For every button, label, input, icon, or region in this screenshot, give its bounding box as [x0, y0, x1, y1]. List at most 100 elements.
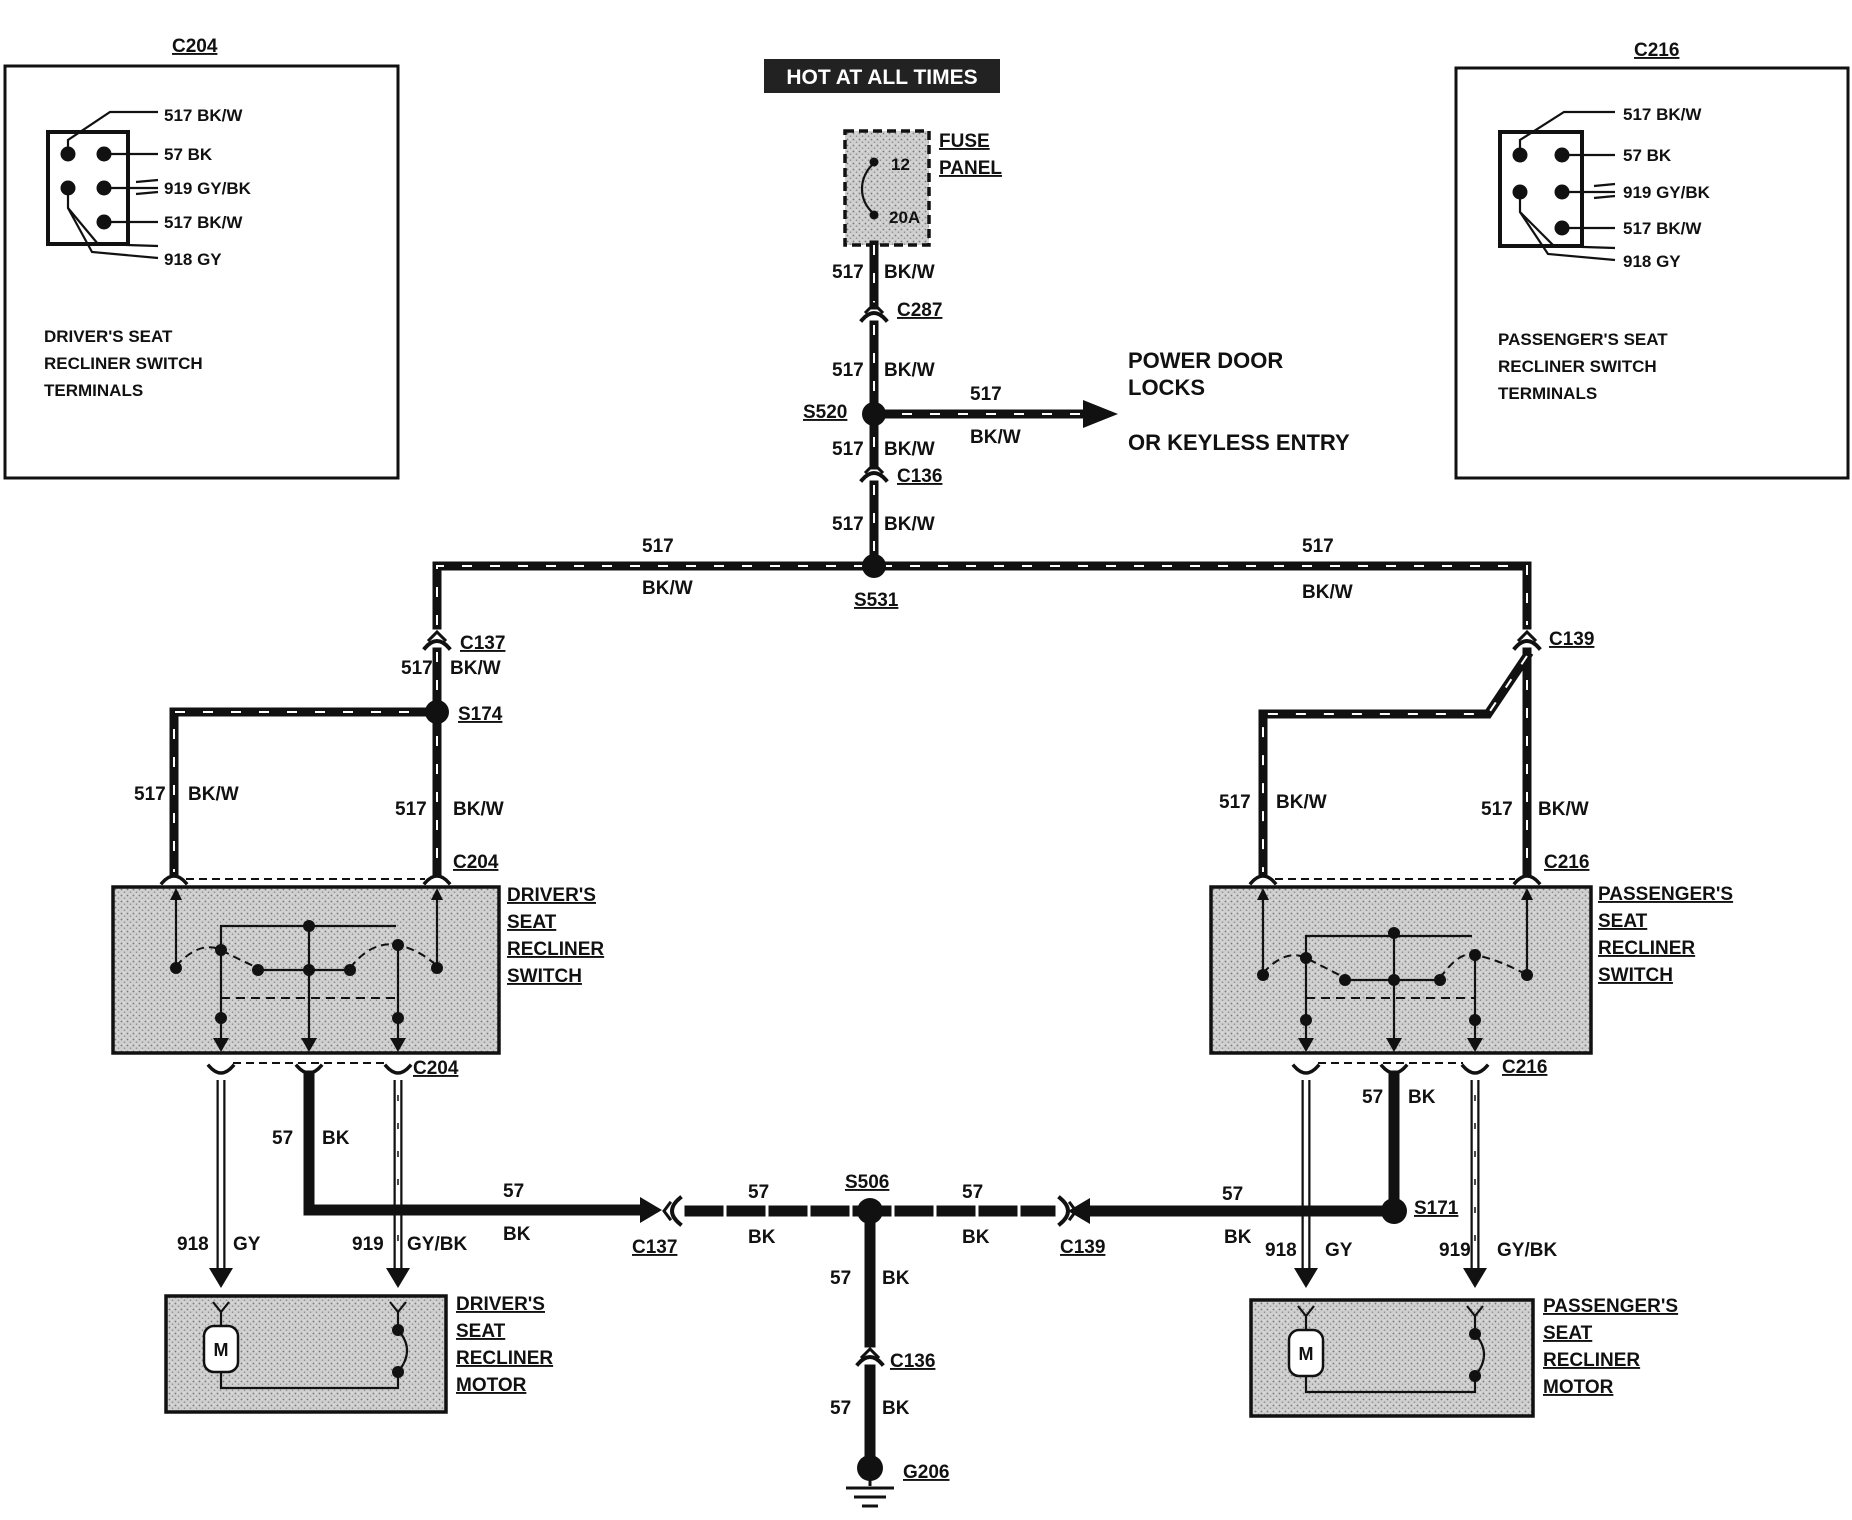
passenger-switch-label: SEAT [1598, 911, 1648, 932]
ground-g206: G206 [903, 1462, 949, 1483]
driver-seat-recliner-switch [111, 874, 501, 1055]
driver-terminals-title: C204 [172, 36, 218, 57]
passenger-feed-wires [1258, 629, 1542, 877]
motor-icon: M [1299, 1344, 1314, 1364]
connector-c204: C204 [413, 1058, 459, 1079]
connector-c137: C137 [632, 1237, 677, 1258]
wire-label: BK/W [453, 799, 504, 820]
svg-text:PANEL: PANEL [939, 158, 1002, 179]
connector-c204: C204 [453, 852, 499, 873]
svg-text:HOT AT ALL TIMES: HOT AT ALL TIMES [786, 66, 977, 89]
wire-label: 517 [395, 799, 427, 820]
connector-c136: C136 [897, 466, 942, 487]
wire-label: BK/W [1302, 582, 1353, 603]
wire-label: BK/W [188, 784, 239, 805]
wire-label: 918 [177, 1234, 209, 1255]
wire-label: BK/W [884, 514, 935, 535]
wire-label: 517 [832, 514, 864, 535]
splice-s520: S520 [803, 402, 847, 423]
wire-label: BK [503, 1224, 531, 1245]
passenger-terminals-inset [1454, 66, 1850, 480]
wire-label: BK/W [642, 578, 693, 599]
wire-label: BK [882, 1398, 910, 1419]
wire-label: 517 [401, 658, 433, 679]
driver-motor-label: RECLINER [456, 1348, 553, 1369]
splice-s174: S174 [458, 704, 503, 725]
driver-motor-label: MOTOR [456, 1375, 527, 1396]
splice-s520-branch [862, 400, 1118, 428]
terminal-pin: 57 BK [164, 145, 213, 164]
passenger-terminals-title: C216 [1634, 40, 1679, 61]
wire-label: BK/W [1538, 799, 1589, 820]
passenger-switch-label: SWITCH [1598, 965, 1673, 986]
wire-label: BK [882, 1268, 910, 1289]
wire-label: GY/BK [407, 1234, 467, 1255]
passenger-motor-label: PASSENGER'S [1543, 1296, 1678, 1317]
wire-label: GY [1325, 1240, 1353, 1261]
power-door-locks-label: LOCKS [1128, 375, 1205, 400]
terminal-pin: 517 BK/W [1623, 219, 1702, 238]
fuse-panel: 12 20A FUSE PANEL [843, 129, 1002, 247]
wire-label: BK/W [970, 427, 1021, 448]
terminal-pin: 517 BK/W [164, 213, 243, 232]
connector-c287: C287 [897, 300, 942, 321]
wire-label: 517 [134, 784, 166, 805]
wire-label: BK/W [884, 360, 935, 381]
wire-label: 517 [642, 536, 674, 557]
ground-bus-57 [662, 1195, 1078, 1508]
splice-s171: S171 [1414, 1198, 1459, 1219]
connector-c136: C136 [890, 1351, 935, 1372]
svg-text:FUSE: FUSE [939, 131, 990, 152]
connector-c137: C137 [460, 633, 505, 654]
terminal-pin: 919 GY/BK [1623, 183, 1711, 202]
motor-icon: M [214, 1340, 229, 1360]
driver-switch-label: SWITCH [507, 966, 582, 987]
terminal-pin: 57 BK [1623, 146, 1672, 165]
driver-terminals-desc: TERMINALS [44, 381, 143, 400]
wire-label: 918 [1265, 1240, 1297, 1261]
driver-terminals-desc: RECLINER SWITCH [44, 354, 203, 373]
wire-label: BK [1224, 1227, 1252, 1248]
driver-seat-recliner-motor [164, 1294, 448, 1414]
wire-label: BK [748, 1227, 776, 1248]
passenger-seat-recliner-motor [1249, 1298, 1535, 1418]
terminal-pin: 517 BK/W [1623, 105, 1702, 124]
passenger-motor-label: SEAT [1543, 1323, 1593, 1344]
splice-s531: S531 [854, 590, 899, 611]
feed-wire-517 [859, 240, 889, 572]
wire-label: GY/BK [1497, 1240, 1557, 1261]
connector-c139: C139 [1549, 629, 1594, 650]
passenger-seat-recliner-switch [1209, 874, 1593, 1055]
terminal-pin: 918 GY [1623, 252, 1681, 271]
driver-terminals-inset [3, 64, 400, 480]
passenger-motor-label: MOTOR [1543, 1377, 1614, 1398]
wire-label: 517 [1481, 799, 1513, 820]
wire-label: 517 [970, 384, 1002, 405]
wire-label: 919 [1439, 1240, 1471, 1261]
driver-motor-label: SEAT [456, 1321, 506, 1342]
wire-label: 57 [962, 1182, 983, 1203]
passenger-switch-label: PASSENGER'S [1598, 884, 1733, 905]
terminal-pin: 919 GY/BK [164, 179, 252, 198]
driver-feed-wires [169, 629, 452, 877]
connector-c139: C139 [1060, 1237, 1105, 1258]
wire-label: 57 [830, 1268, 851, 1289]
driver-motor-label: DRIVER'S [456, 1294, 545, 1315]
driver-switch-label: RECLINER [507, 939, 604, 960]
connector-c216: C216 [1544, 852, 1589, 873]
wire-label: BK [322, 1128, 350, 1149]
driver-terminals-desc: DRIVER'S SEAT [44, 327, 173, 346]
svg-text:12: 12 [891, 155, 910, 174]
passenger-terminals-desc: PASSENGER'S SEAT [1498, 330, 1668, 349]
wire-label: 57 [1222, 1184, 1243, 1205]
svg-text:20A: 20A [889, 208, 920, 227]
passenger-motor-label: RECLINER [1543, 1350, 1640, 1371]
wire-label: 57 [272, 1128, 293, 1149]
hot-at-all-times-banner: HOT AT ALL TIMES [764, 59, 1000, 93]
wire-label: 517 [832, 262, 864, 283]
wire-label: BK/W [884, 439, 935, 460]
bus-wire-517 [432, 554, 1532, 630]
splice-s506: S506 [845, 1172, 889, 1193]
passenger-output-wires [1068, 1062, 1490, 1288]
